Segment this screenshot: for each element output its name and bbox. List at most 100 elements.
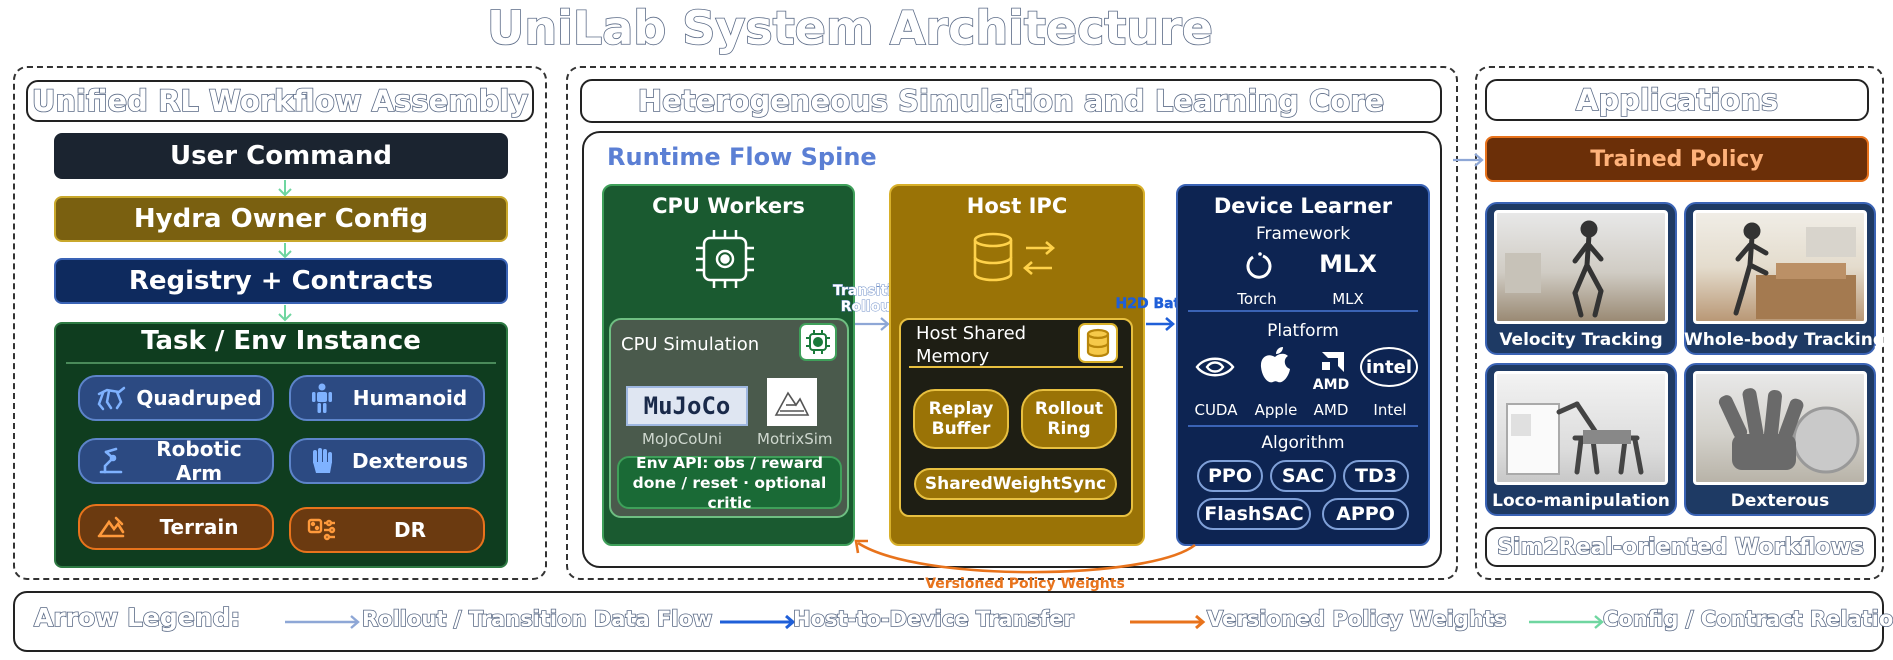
- dexterous-hand-icon: [305, 444, 339, 478]
- framework-heading: Framework: [1255, 224, 1351, 244]
- chip-label: Quadruped: [136, 386, 262, 410]
- applications-header: Applications: [1485, 79, 1869, 121]
- rollout-line2: Ring: [1047, 419, 1091, 439]
- legend-label-h2d: Host-to-Device Transfer: [792, 606, 1074, 632]
- legend-label-config: Config / Contract Relation: [1602, 606, 1893, 632]
- mujoco-logo: MuJoCo: [626, 386, 748, 426]
- legend-arrow-h2d: [720, 614, 796, 630]
- applications-panel: [1475, 66, 1884, 580]
- runtime-spine-title: Runtime Flow Spine: [607, 143, 877, 171]
- platform-apple-label: Apple: [1254, 401, 1298, 419]
- amd-logo: AMD: [1308, 350, 1354, 392]
- database-sync-icon: [973, 232, 1055, 282]
- algo-flashsac: FlashSAC: [1197, 498, 1311, 530]
- spine-to-apps-arrow: [1453, 153, 1484, 167]
- nvidia-logo-icon: [1195, 357, 1235, 377]
- chip-label: Robotic Arm: [156, 437, 242, 485]
- mlx-logo-text: MLX: [1319, 250, 1377, 278]
- quadruped-icon: [94, 381, 128, 415]
- platform-intel-label: Intel: [1373, 401, 1407, 419]
- user-command-label: User Command: [170, 141, 392, 171]
- trained-policy-box: Trained Policy: [1485, 136, 1869, 182]
- legend-arrow-config: [1529, 615, 1604, 629]
- host-ipc-title: Host IPC: [966, 194, 1068, 218]
- mlx-logo: MLX: [1318, 250, 1378, 278]
- registry-box: Registry + Contracts: [54, 258, 508, 304]
- algo-appo: APPO: [1322, 498, 1409, 530]
- env-api-line2: done / reset · optional critic: [632, 473, 827, 512]
- applications-title: Applications: [1575, 82, 1779, 118]
- shared-memory-label: Host Shared Memory: [916, 322, 1026, 368]
- mujoco-caption: MoJoCoUni: [642, 430, 723, 448]
- replay-buffer-chip: Replay Buffer: [913, 389, 1009, 449]
- algo-label: PPO: [1207, 465, 1252, 487]
- sim2real-label: Sim2Real-oriented Workflows: [1496, 534, 1864, 561]
- core-panel: [566, 66, 1458, 580]
- device-learner-title: Device Learner: [1213, 194, 1393, 218]
- motrix-logo: [767, 378, 817, 426]
- hydra-config-box: Hydra Owner Config: [54, 196, 508, 242]
- intel-logo: intel: [1360, 347, 1418, 387]
- versioned-weights-arrow: [854, 539, 1196, 574]
- env-api-box: Env API: obs / reward done / reset · opt…: [617, 453, 842, 512]
- chip-dr[interactable]: DR: [289, 507, 485, 553]
- learner-divider-1: [1188, 310, 1418, 312]
- page-title: UniLab System Architecture: [486, 0, 1214, 56]
- algo-sac: SAC: [1270, 460, 1336, 492]
- legend-arrow-versioned: [1130, 614, 1206, 630]
- task-env-title: Task / Env Instance: [141, 326, 421, 356]
- workflow-assembly-title: Unified RL Workflow Assembly: [31, 83, 529, 119]
- chip-dexterous[interactable]: Dexterous: [289, 438, 485, 484]
- replay-line1: Replay: [928, 399, 994, 419]
- trained-policy-label: Trained Policy: [1590, 146, 1764, 172]
- amd-logo-text: AMD: [1312, 377, 1350, 393]
- mujoco-logo-text: MuJoCo: [643, 392, 731, 420]
- legend-label-versioned: Versioned Policy Weights: [1206, 606, 1507, 632]
- intel-logo-text: intel: [1366, 356, 1412, 378]
- transitions-arrow: [855, 317, 890, 331]
- algo-label: FlashSAC: [1204, 503, 1304, 525]
- cpu-simulation-title: CPU Simulation: [621, 334, 760, 355]
- core-title: Heterogeneous Simulation and Learning Co…: [637, 83, 1385, 119]
- velocity-tracking-photo: [1494, 210, 1668, 324]
- rollout-ring-chip: Rollout Ring: [1021, 389, 1117, 449]
- chip-terrain[interactable]: Terrain: [78, 504, 274, 550]
- user-command-box: User Command: [54, 133, 508, 179]
- config-arrows: [278, 180, 292, 322]
- chip-quadruped[interactable]: Quadruped: [78, 375, 274, 421]
- shared-memory-line2: Memory: [916, 346, 990, 367]
- registry-label: Registry + Contracts: [128, 266, 434, 296]
- workflow-assembly-panel: [13, 66, 547, 580]
- shared-weight-sync-label: SharedWeightSync: [924, 474, 1107, 494]
- algo-label: SAC: [1281, 465, 1325, 487]
- chip-robotic-arm[interactable]: Robotic Arm: [78, 437, 274, 485]
- chip-label: DR: [393, 518, 426, 542]
- algo-label: TD3: [1355, 465, 1397, 487]
- workflow-assembly-header: Unified RL Workflow Assembly: [26, 80, 534, 122]
- task-env-divider: [66, 362, 496, 364]
- torch-logo-icon: [1246, 252, 1272, 279]
- algo-label: APPO: [1336, 503, 1395, 525]
- legend-arrow-rollout: [285, 615, 360, 629]
- humanoid-icon: [305, 381, 339, 415]
- motrix-caption: MotrixSim: [757, 430, 833, 448]
- chip-label: Terrain: [159, 515, 239, 539]
- shared-weight-sync-chip: SharedWeightSync: [914, 468, 1117, 500]
- terrain-icon: [94, 510, 128, 544]
- dexterous-app-label: Dexterous: [1730, 491, 1830, 511]
- legend-label-rollout: Rollout / Transition Data Flow: [361, 606, 713, 632]
- cpu-chip-icon: [696, 230, 754, 288]
- chip-humanoid[interactable]: Humanoid: [289, 375, 485, 421]
- env-api-line1: Env API: obs / reward: [636, 453, 823, 472]
- shared-memory-line1: Host Shared: [916, 323, 1027, 344]
- algo-td3: TD3: [1343, 460, 1409, 492]
- sim2real-box: Sim2Real-oriented Workflows: [1485, 527, 1876, 567]
- cpu-workers-title: CPU Workers: [652, 194, 805, 218]
- algo-ppo: PPO: [1197, 460, 1263, 492]
- domain-randomization-icon: [305, 513, 339, 547]
- cpu-sim-chip-icon: [799, 323, 837, 361]
- loco-manipulation-label: Loco-manipulation: [1492, 491, 1670, 511]
- platform-heading: Platform: [1267, 321, 1339, 341]
- platform-cuda-label: CUDA: [1194, 401, 1238, 419]
- platform-amd-label: AMD: [1313, 401, 1349, 419]
